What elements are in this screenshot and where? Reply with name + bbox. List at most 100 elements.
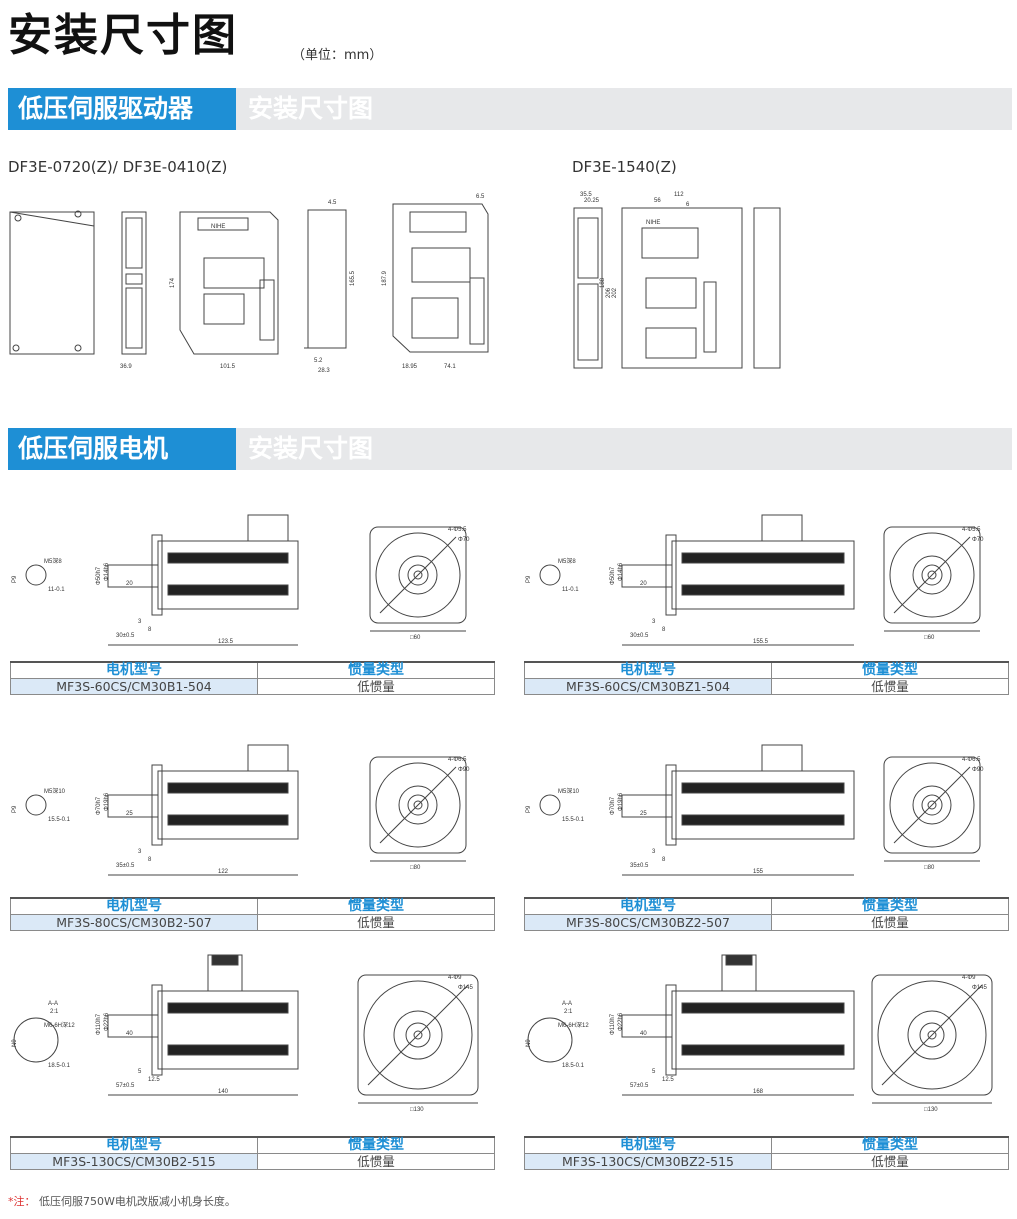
motor-6-shaftdia: Φ110h7 xyxy=(610,1013,616,1035)
motor-model-cell: MF3S-130CS/CM30BZ2-515 xyxy=(524,1153,772,1170)
motor-2-bolt: 4-Φ5.5 xyxy=(962,527,981,533)
motor-6-bolt: 4-Φ9 xyxy=(962,975,976,981)
motor-inertia-cell: 低惯量 xyxy=(771,914,1009,931)
motor-1-k: 11-0.1 xyxy=(48,587,65,593)
driver-dim-h2: 165.5 xyxy=(350,270,356,286)
motor-2-key-len: 20 xyxy=(640,581,647,587)
motor-4-flange: □80 xyxy=(924,865,935,871)
motor-4-key-len: 25 xyxy=(640,811,647,817)
driver2-dim-top1: 35.5 xyxy=(580,192,592,198)
table-header-inertia: 惯量类型 xyxy=(771,897,1009,915)
motor-2-pcd: Φ70 xyxy=(972,537,984,543)
driver-model-right: DF3E-1540(Z) xyxy=(572,158,677,176)
motor-1-key-len: 20 xyxy=(126,581,133,587)
table-header-model: 电机型号 xyxy=(10,1136,258,1154)
driver-section-title: 低压伺服驱动器 xyxy=(8,88,236,130)
driver-dim-d1: 6.5 xyxy=(476,194,485,200)
motor-5-length: 140 xyxy=(218,1089,229,1095)
motor-4-length: 155 xyxy=(753,869,764,875)
table-header-model: 电机型号 xyxy=(524,1136,772,1154)
motor-1-shaftdia: Φ50h7 xyxy=(96,566,102,585)
driver-section-banner: 低压伺服驱动器 安装尺寸图 xyxy=(8,88,1012,130)
driver-section-subtitle: 安装尺寸图 xyxy=(248,94,374,123)
driver-drawing-left: 36.9 101.5 174 165.5 28.3 5.2 187.9 18.9… xyxy=(8,194,508,374)
motor-section-title: 低压伺服电机 xyxy=(8,428,236,470)
motor-5-tap: M6-6H深12 xyxy=(44,1021,75,1029)
driver-brand-right: NIHE xyxy=(646,220,660,226)
note-text: 低压伺服750W电机改版减小机身长度。 xyxy=(39,1195,236,1208)
motor-6-shaft-len: 57±0.5 xyxy=(630,1083,649,1089)
motor-5-p: N9 xyxy=(12,1039,18,1047)
table-header-inertia: 惯量类型 xyxy=(771,1136,1009,1154)
motor-4-bolt: 4-Φ6.5 xyxy=(962,757,981,763)
motor-1-length: 123.5 xyxy=(218,639,234,645)
table-header-inertia: 惯量类型 xyxy=(257,897,495,915)
motor-6-k: 18.5-0.1 xyxy=(562,1063,585,1069)
motor-5-d2: Φ22h6 xyxy=(104,1012,110,1031)
motor-6-section: A-A xyxy=(562,1001,572,1007)
motor-6-scale: 2:1 xyxy=(564,1009,573,1015)
motor-5-flange: □130 xyxy=(410,1107,424,1113)
driver-model-left: DF3E-0720(Z)/ DF3E-0410(Z) xyxy=(8,158,228,176)
motor-4-k: 15.5-0.1 xyxy=(562,817,585,823)
motor-4-a: 3 xyxy=(652,849,656,855)
motor-2-k: 11-0.1 xyxy=(562,587,579,593)
motor-3-b: 8 xyxy=(148,857,152,863)
motor-6-d2: Φ22h6 xyxy=(618,1012,624,1031)
motor-6-length: 168 xyxy=(753,1089,764,1095)
driver2-dim-top2: 20.25 xyxy=(584,198,600,204)
motor-1-d2: Φ14h6 xyxy=(104,562,110,581)
motor-model-cell: MF3S-60CS/CM30BZ1-504 xyxy=(524,678,772,695)
table-header-model: 电机型号 xyxy=(524,897,772,915)
motor-section-subtitle: 安装尺寸图 xyxy=(248,434,374,463)
motor-3-bolt: 4-Φ6.5 xyxy=(448,757,467,763)
motor-4-d2: Φ19h6 xyxy=(618,792,624,811)
motor-inertia-cell: 低惯量 xyxy=(771,1153,1009,1170)
motor-3-tap: M5深10 xyxy=(44,787,66,795)
motor-2-p: P9 xyxy=(526,575,532,583)
motor-1-shaft-len: 30±0.5 xyxy=(116,633,135,639)
motor-section-banner: 低压伺服电机 安装尺寸图 xyxy=(8,428,1012,470)
motor-3-flange: □80 xyxy=(410,865,421,871)
table-header-inertia: 惯量类型 xyxy=(257,1136,495,1154)
motor-1-a: 3 xyxy=(138,619,142,625)
driver2-dim-d1: 6 xyxy=(686,202,690,208)
motor-3-d2: Φ19h6 xyxy=(104,792,110,811)
driver-dim-w5: 18.95 xyxy=(402,364,418,370)
motor-model-cell: MF3S-80CS/CM30BZ2-507 xyxy=(524,914,772,931)
motor-1-tap: M5深8 xyxy=(44,557,62,565)
motor-5-shaft-len: 57±0.5 xyxy=(116,1083,135,1089)
table-header-model: 电机型号 xyxy=(10,897,258,915)
driver2-dim-h1: 202 xyxy=(612,287,618,298)
motor-model-cell: MF3S-60CS/CM30B1-504 xyxy=(10,678,258,695)
motor-5-b: 12.5 xyxy=(148,1077,160,1083)
motor-3-a: 3 xyxy=(138,849,142,855)
motor-6-b: 12.5 xyxy=(662,1077,674,1083)
driver-dim-h3: 187.9 xyxy=(382,270,388,286)
motor-1-flange: □60 xyxy=(410,635,421,641)
page-title: 安装尺寸图 xyxy=(8,10,238,61)
motor-inertia-cell: 低惯量 xyxy=(257,914,495,931)
motor-6-p: N9 xyxy=(526,1039,532,1047)
motor-inertia-cell: 低惯量 xyxy=(257,678,495,695)
motor-3-p: P9 xyxy=(12,805,18,813)
motor-2-b: 8 xyxy=(662,627,666,633)
driver2-dim-top4: 56 xyxy=(654,198,661,204)
motor-4-p: P9 xyxy=(526,805,532,813)
motor-5-a: 5 xyxy=(138,1069,142,1075)
motor-2-a: 3 xyxy=(652,619,656,625)
motor-2-d2: Φ14h6 xyxy=(618,562,624,581)
table-header-inertia: 惯量类型 xyxy=(257,661,495,679)
table-header-inertia: 惯量类型 xyxy=(771,661,1009,679)
motor-5-k: 18.5-0.1 xyxy=(48,1063,71,1069)
motor-model-cell: MF3S-130CS/CM30B2-515 xyxy=(10,1153,258,1170)
motor-model-cell: MF3S-80CS/CM30B2-507 xyxy=(10,914,258,931)
driver-drawing-right: 35.5 20.25 112 56 202 206 188 6 NIHE xyxy=(566,192,796,378)
driver2-dim-top3: 112 xyxy=(674,192,684,198)
motor-inertia-cell: 低惯量 xyxy=(771,678,1009,695)
